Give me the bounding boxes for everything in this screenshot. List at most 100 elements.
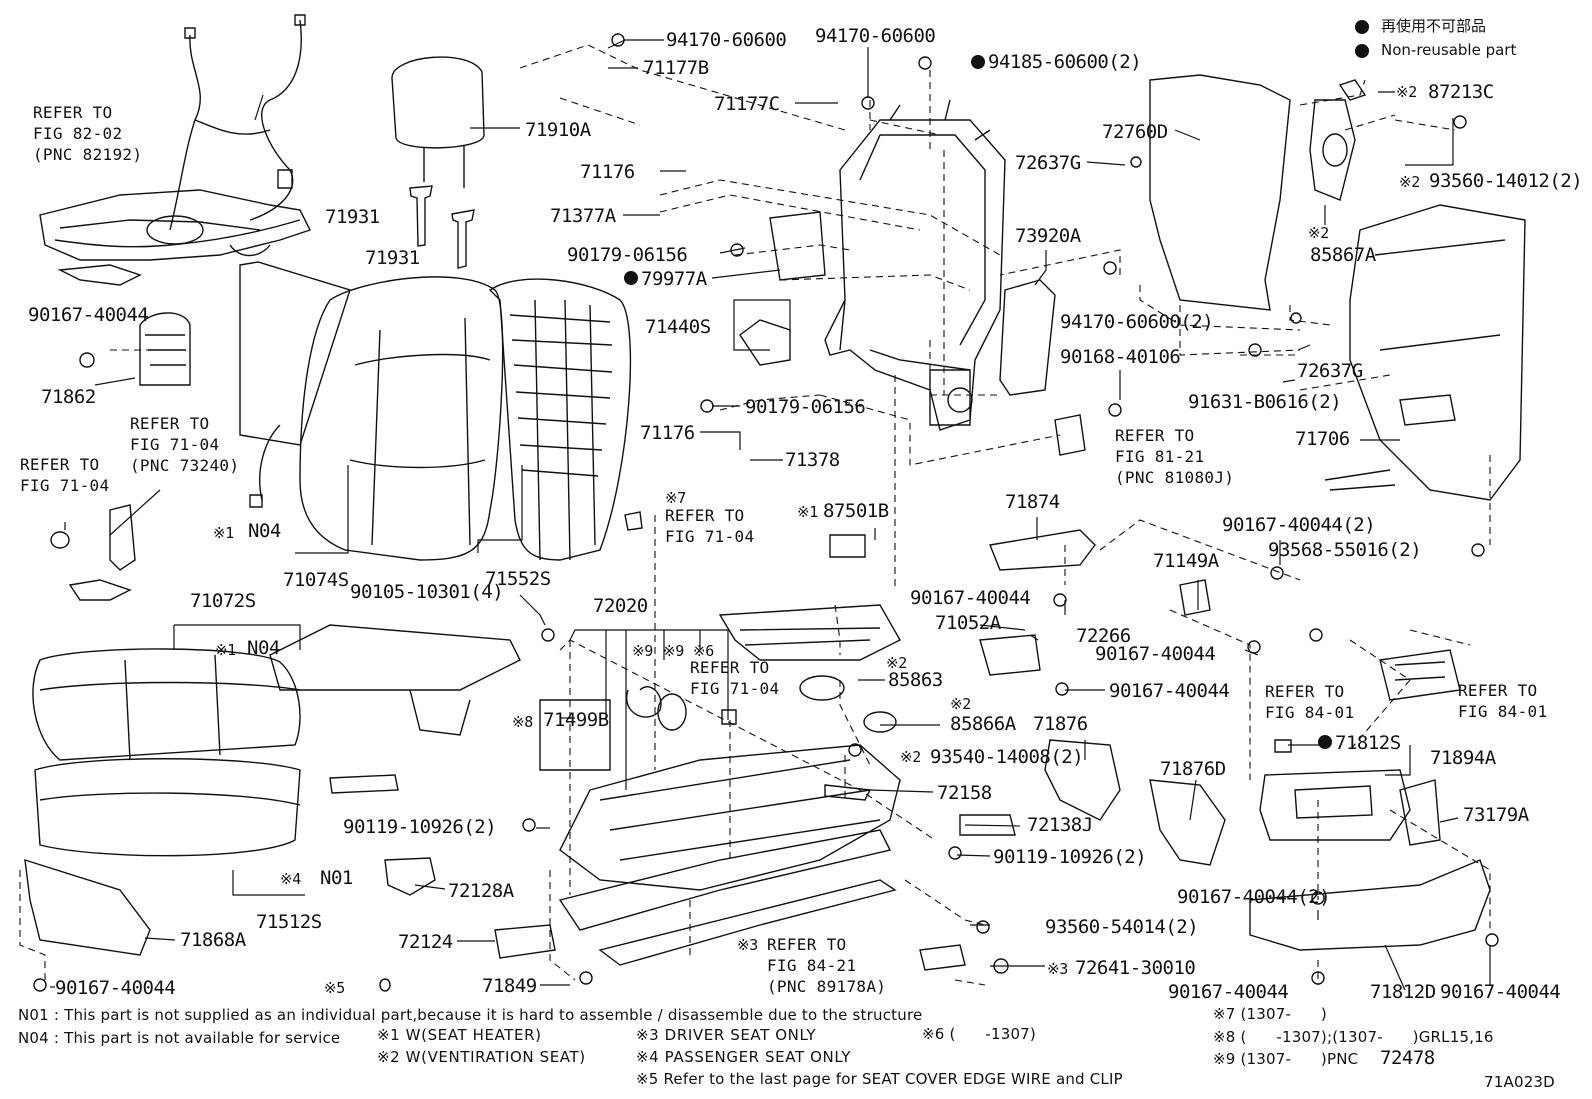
part-label: 87213C — [1428, 81, 1494, 103]
part-label: 71512S — [256, 911, 322, 933]
refer-to-fig-84-21: REFER TO FIG 84-21 (PNC 89178A) — [767, 935, 887, 996]
part-label: 90167-40044 — [1095, 643, 1216, 665]
mark: ※2 — [900, 748, 921, 766]
part-label: 72128A — [448, 880, 514, 902]
part-label: 71862 — [41, 386, 96, 408]
non-reusable-markers — [624, 20, 1369, 749]
part-label: 90119-10926(2) — [343, 816, 497, 838]
part-label: 85863 — [888, 669, 943, 691]
part-label: 71378 — [785, 449, 840, 471]
part-label: 72020 — [593, 595, 648, 617]
component-drawings — [25, 15, 1525, 991]
part-label: 71868A — [180, 929, 246, 951]
mark: ※1 — [213, 524, 234, 542]
note-s9: ※9 (1307- )PNC — [1213, 1050, 1359, 1068]
seat-track-assembly — [540, 535, 900, 965]
mark: ※5 — [324, 979, 345, 997]
part-label: 71931 — [325, 206, 380, 228]
mark: ※2 — [1399, 173, 1420, 191]
mark: ※2 — [886, 654, 907, 672]
part-label: 71377A — [550, 205, 616, 227]
part-label: 90167-40044 — [1168, 981, 1289, 1003]
part-label: 93568-55016(2) — [1268, 539, 1422, 561]
part-label: 71876D — [1160, 758, 1226, 780]
part-label: 71177B — [643, 57, 709, 79]
mark: ※7 — [665, 489, 686, 507]
part-label: 90168-40106 — [1060, 346, 1181, 368]
part-label: 73920A — [1015, 225, 1081, 247]
dashed-guide-lines — [20, 45, 1490, 985]
mark: ※4 — [280, 870, 301, 888]
mark: ※8 — [512, 713, 533, 731]
legend-marker-2 — [1355, 44, 1369, 58]
mark: ※9 — [663, 642, 684, 660]
part-label: 71910A — [525, 119, 591, 141]
part-label: 71176 — [640, 422, 695, 444]
part-label: 90105-10301(4) — [350, 581, 504, 603]
part-label: 71894A — [1430, 747, 1496, 769]
note-n01: N01 : This part is not supplied as an in… — [18, 1006, 923, 1024]
part-label: 72760D — [1102, 121, 1168, 143]
part-label: 71072S — [190, 590, 256, 612]
mark: ※1 — [215, 641, 236, 659]
marker-79977a — [624, 271, 638, 285]
refer-to-fig-71-04-pnc: REFER TO FIG 71-04 (PNC 73240) — [130, 414, 240, 475]
part-label: 94170-60600 — [815, 25, 936, 47]
headrest-guides — [410, 186, 474, 268]
part-label: 73179A — [1463, 804, 1529, 826]
mark: ※2 — [950, 695, 971, 713]
part-label: 72138J — [1027, 814, 1093, 836]
part-label: 72637G — [1015, 152, 1081, 174]
seatback-frame — [770, 100, 1005, 430]
part-label: 90167-40044 — [1440, 981, 1561, 1003]
note-s7: ※7 (1307- ) — [1213, 1005, 1327, 1023]
legend-marker-1 — [1355, 20, 1369, 34]
part-label: 87501B — [823, 500, 889, 522]
part-label: N04 — [248, 520, 281, 542]
part-label: 72641-30010 — [1075, 957, 1196, 979]
part-label: 72158 — [937, 782, 992, 804]
part-label: 93560-54014(2) — [1045, 916, 1199, 938]
mark: ※6 — [693, 642, 714, 660]
refer-to-fig-71-04: REFER TO FIG 71-04 — [665, 506, 755, 546]
part-label: 94170-60600(2) — [1060, 311, 1214, 333]
part-label: 71552S — [485, 568, 551, 590]
part-label: N01 — [320, 867, 353, 889]
part-label: 71052A — [935, 612, 1001, 634]
part-label: 72266 — [1076, 625, 1131, 647]
small-parts — [51, 75, 1525, 973]
marker-94185 — [971, 55, 985, 69]
part-label: 72124 — [398, 931, 453, 953]
part-label: 90167-40044 — [28, 304, 149, 326]
note-s4: ※4 PASSENGER SEAT ONLY — [636, 1048, 852, 1066]
refer-to-fig-84-01: REFER TO FIG 84-01 — [1265, 682, 1355, 722]
note-n04: N04 : This part is not available for ser… — [18, 1029, 341, 1047]
part-label: 71706 — [1295, 428, 1350, 450]
part-label: 90167-40044(2) — [1222, 514, 1376, 536]
part-label: 91631-B0616(2) — [1188, 391, 1342, 413]
part-label: 71074S — [283, 569, 349, 591]
refer-to-fig-81-21: REFER TO FIG 81-21 (PNC 81080J) — [1115, 426, 1235, 487]
part-label: 71177C — [714, 93, 780, 115]
part-label: 71149A — [1153, 550, 1219, 572]
part-label: 90179-06156 — [567, 244, 688, 266]
part-label: 71812D — [1370, 981, 1436, 1003]
part-label: 90167-40044 — [910, 587, 1031, 609]
seat-cushion — [25, 625, 520, 955]
mark: ※9 — [632, 642, 653, 660]
part-label: 93560-14012(2) — [1429, 170, 1583, 192]
mark: ※1 — [797, 503, 818, 521]
part-label: 71812S — [1335, 732, 1401, 754]
note-s3: ※3 DRIVER SEAT ONLY — [636, 1026, 817, 1044]
mark: ※2 — [1308, 224, 1329, 242]
part-label: 90167-40044 — [55, 977, 176, 999]
refer-to-fig-71-04: REFER TO FIG 71-04 — [690, 658, 780, 698]
part-label: 93540-14008(2) — [930, 746, 1084, 768]
note-s6: ※6 ( -1307) — [922, 1025, 1036, 1043]
legend-english: Non-reusable part — [1381, 41, 1517, 59]
part-label: 71499B — [543, 709, 609, 731]
refer-to-fig-84-01: REFER TO FIG 84-01 — [1458, 681, 1548, 721]
part-label: 85867A — [1310, 244, 1376, 266]
part-label: 94170-60600 — [666, 29, 787, 51]
seatback-cover — [240, 262, 630, 560]
